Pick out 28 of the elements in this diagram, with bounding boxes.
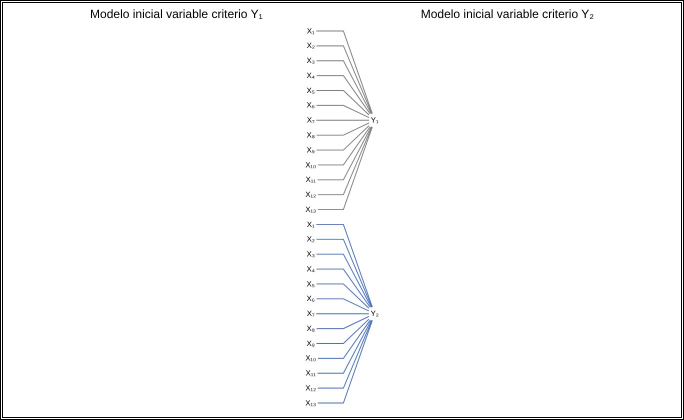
connector — [316, 238, 372, 308]
connector — [316, 60, 372, 114]
connector — [316, 318, 370, 344]
connector — [316, 125, 370, 150]
connector — [316, 268, 370, 308]
connector — [316, 75, 370, 114]
connector — [316, 313, 370, 314]
connector — [317, 126, 372, 196]
connector — [316, 254, 372, 308]
panel-title: Modelo inicial variable criterio Y₂ — [420, 7, 594, 21]
connector — [317, 320, 370, 359]
connector — [317, 126, 372, 180]
connector — [317, 320, 372, 389]
connector — [317, 126, 373, 210]
connector — [316, 316, 370, 330]
connector — [317, 126, 370, 166]
connector — [316, 224, 373, 308]
connector — [316, 90, 370, 116]
connector — [316, 30, 373, 114]
connector — [317, 320, 372, 374]
panel-title: Modelo inicial variable criterio Y₁ — [90, 7, 263, 21]
connector — [316, 45, 372, 114]
connector — [316, 120, 370, 121]
connector — [316, 298, 370, 312]
connector — [316, 284, 370, 309]
connector — [316, 104, 370, 118]
connector — [317, 320, 373, 404]
connector — [316, 122, 370, 136]
